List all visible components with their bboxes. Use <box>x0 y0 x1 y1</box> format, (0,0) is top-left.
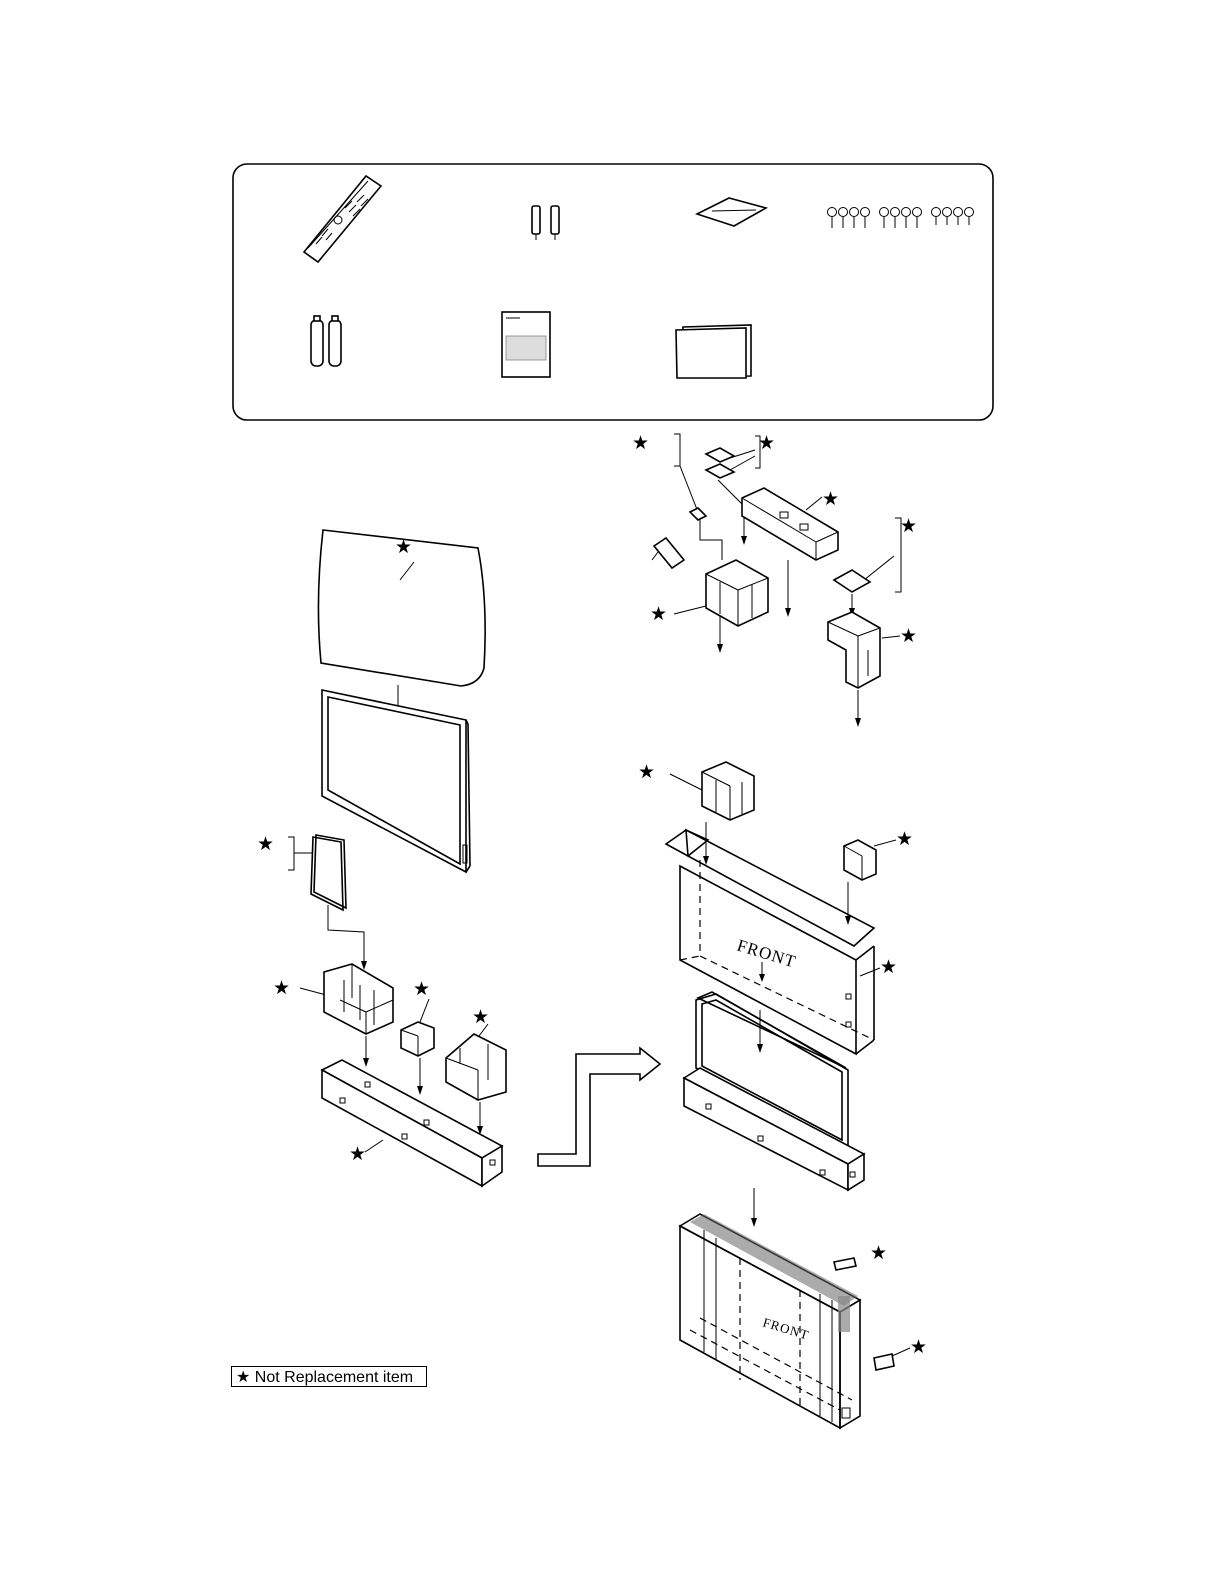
leaflet-icon <box>311 835 346 910</box>
star-mark: ★ <box>349 1143 366 1165</box>
warranty-paper-icon <box>676 325 751 378</box>
star-mark: ★ <box>880 956 897 978</box>
star-mark: ★ <box>257 833 274 855</box>
small-clip-icon <box>690 508 706 520</box>
star-mark: ★ <box>650 603 667 625</box>
legend-box: ★ Not Replacement item <box>231 1366 427 1387</box>
mini-remote-icon <box>654 538 684 568</box>
star-mark: ★ <box>822 488 839 510</box>
star-mark: ★ <box>758 432 775 454</box>
direction-arrow <box>538 1048 660 1166</box>
center-cushion-icon <box>401 1022 434 1056</box>
stand-clips-icon <box>532 206 559 240</box>
star-mark: ★ <box>472 1006 489 1028</box>
side-cushion-icon <box>844 840 876 880</box>
star-mark: ★ <box>273 977 290 999</box>
remote-control-icon <box>304 176 381 262</box>
screws-icon <box>828 208 974 229</box>
upper-center-cushion-icon <box>706 560 768 626</box>
star-mark: ★ <box>896 828 913 850</box>
star-mark: ★ <box>870 1242 887 1264</box>
operation-manual-icon <box>502 312 550 377</box>
card-icon <box>834 570 870 592</box>
corner-cushion-icon <box>828 612 880 688</box>
star-mark: ★ <box>632 432 649 454</box>
front-label: FRONT <box>761 1315 811 1343</box>
front-label: FRONT <box>735 936 799 972</box>
label-sticker-icon <box>834 1258 856 1270</box>
final-packed-box-icon: FRONT <box>680 1214 860 1428</box>
star-mark: ★ <box>900 625 917 647</box>
right-cushion-icon <box>446 1034 506 1100</box>
left-cushion-icon <box>324 964 393 1034</box>
star-mark: ★ <box>910 1336 927 1358</box>
star-mark: ★ <box>900 515 917 537</box>
barcode-label-icon <box>874 1354 894 1370</box>
star-mark: ★ <box>638 761 655 783</box>
batteries-icon <box>311 316 341 366</box>
cable-holder-icon <box>697 198 766 226</box>
legend-star: ★ <box>236 1369 250 1386</box>
star-mark: ★ <box>395 536 412 558</box>
legend-text: Not Replacement item <box>255 1369 413 1386</box>
stand-pieces-icon <box>706 448 734 478</box>
star-mark: ★ <box>413 978 430 1000</box>
top-cushion-icon <box>702 762 754 820</box>
